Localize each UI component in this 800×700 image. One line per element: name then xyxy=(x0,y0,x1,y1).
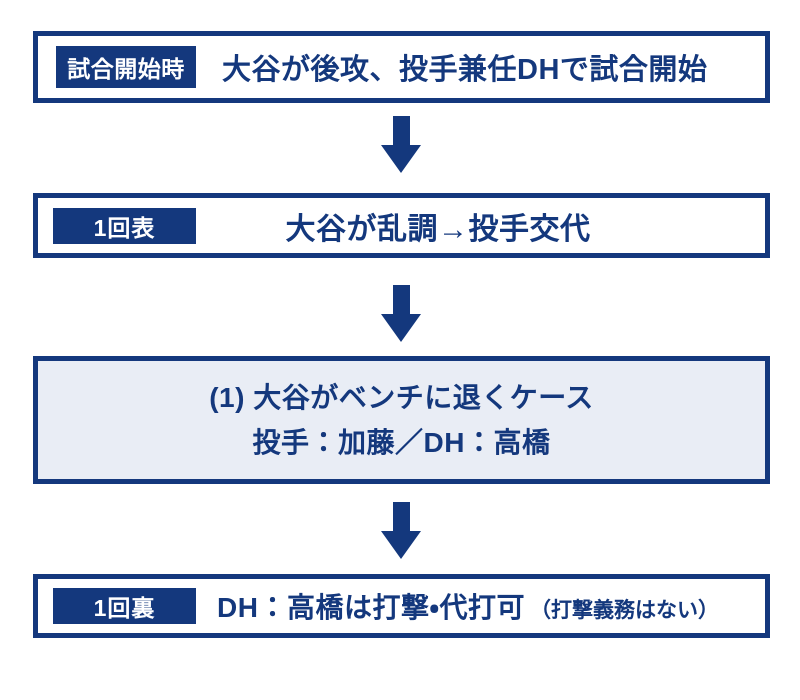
arrow-head xyxy=(381,531,421,559)
case-title: (1) 大谷がベンチに退くケース xyxy=(209,382,594,413)
step-label-badge: 試合開始時 xyxy=(56,46,196,88)
step-label-badge: 1回表 xyxy=(53,207,196,244)
step-label-badge: 1回裏 xyxy=(53,588,196,624)
arrow-shaft xyxy=(392,285,410,314)
step-text-note: （打撃義務はない） xyxy=(529,599,719,622)
arrow-shaft xyxy=(392,502,410,531)
step-text: 大谷が乱調→投手交代 xyxy=(285,212,591,246)
step-text: 大谷が後攻、投手兼任DHで試合開始 xyxy=(222,54,708,86)
case-detail: 投手：加藤／DH：高橋 xyxy=(252,427,551,458)
flow-box-inning1-bottom: 1回裏 DH：高橋は打撃・代打可 （打撃義務はない） xyxy=(33,574,770,638)
flow-box-game-start: 試合開始時 大谷が後攻、投手兼任DHで試合開始 xyxy=(33,31,770,103)
down-arrow-icon xyxy=(381,285,421,342)
step-text-main: DH：高橋は打撃・代打可 xyxy=(217,592,525,623)
arrow-shaft xyxy=(392,116,410,145)
down-arrow-icon xyxy=(381,116,421,173)
arrow-head xyxy=(381,314,421,342)
flow-box-case-highlight: (1) 大谷がベンチに退くケース 投手：加藤／DH：高橋 xyxy=(33,356,770,484)
flow-box-inning1-top: 1回表 大谷が乱調→投手交代 xyxy=(33,193,770,258)
arrow-head xyxy=(381,145,421,173)
step-text: DH：高橋は打撃・代打可 （打撃義務はない） xyxy=(217,586,719,626)
down-arrow-icon xyxy=(381,502,421,559)
